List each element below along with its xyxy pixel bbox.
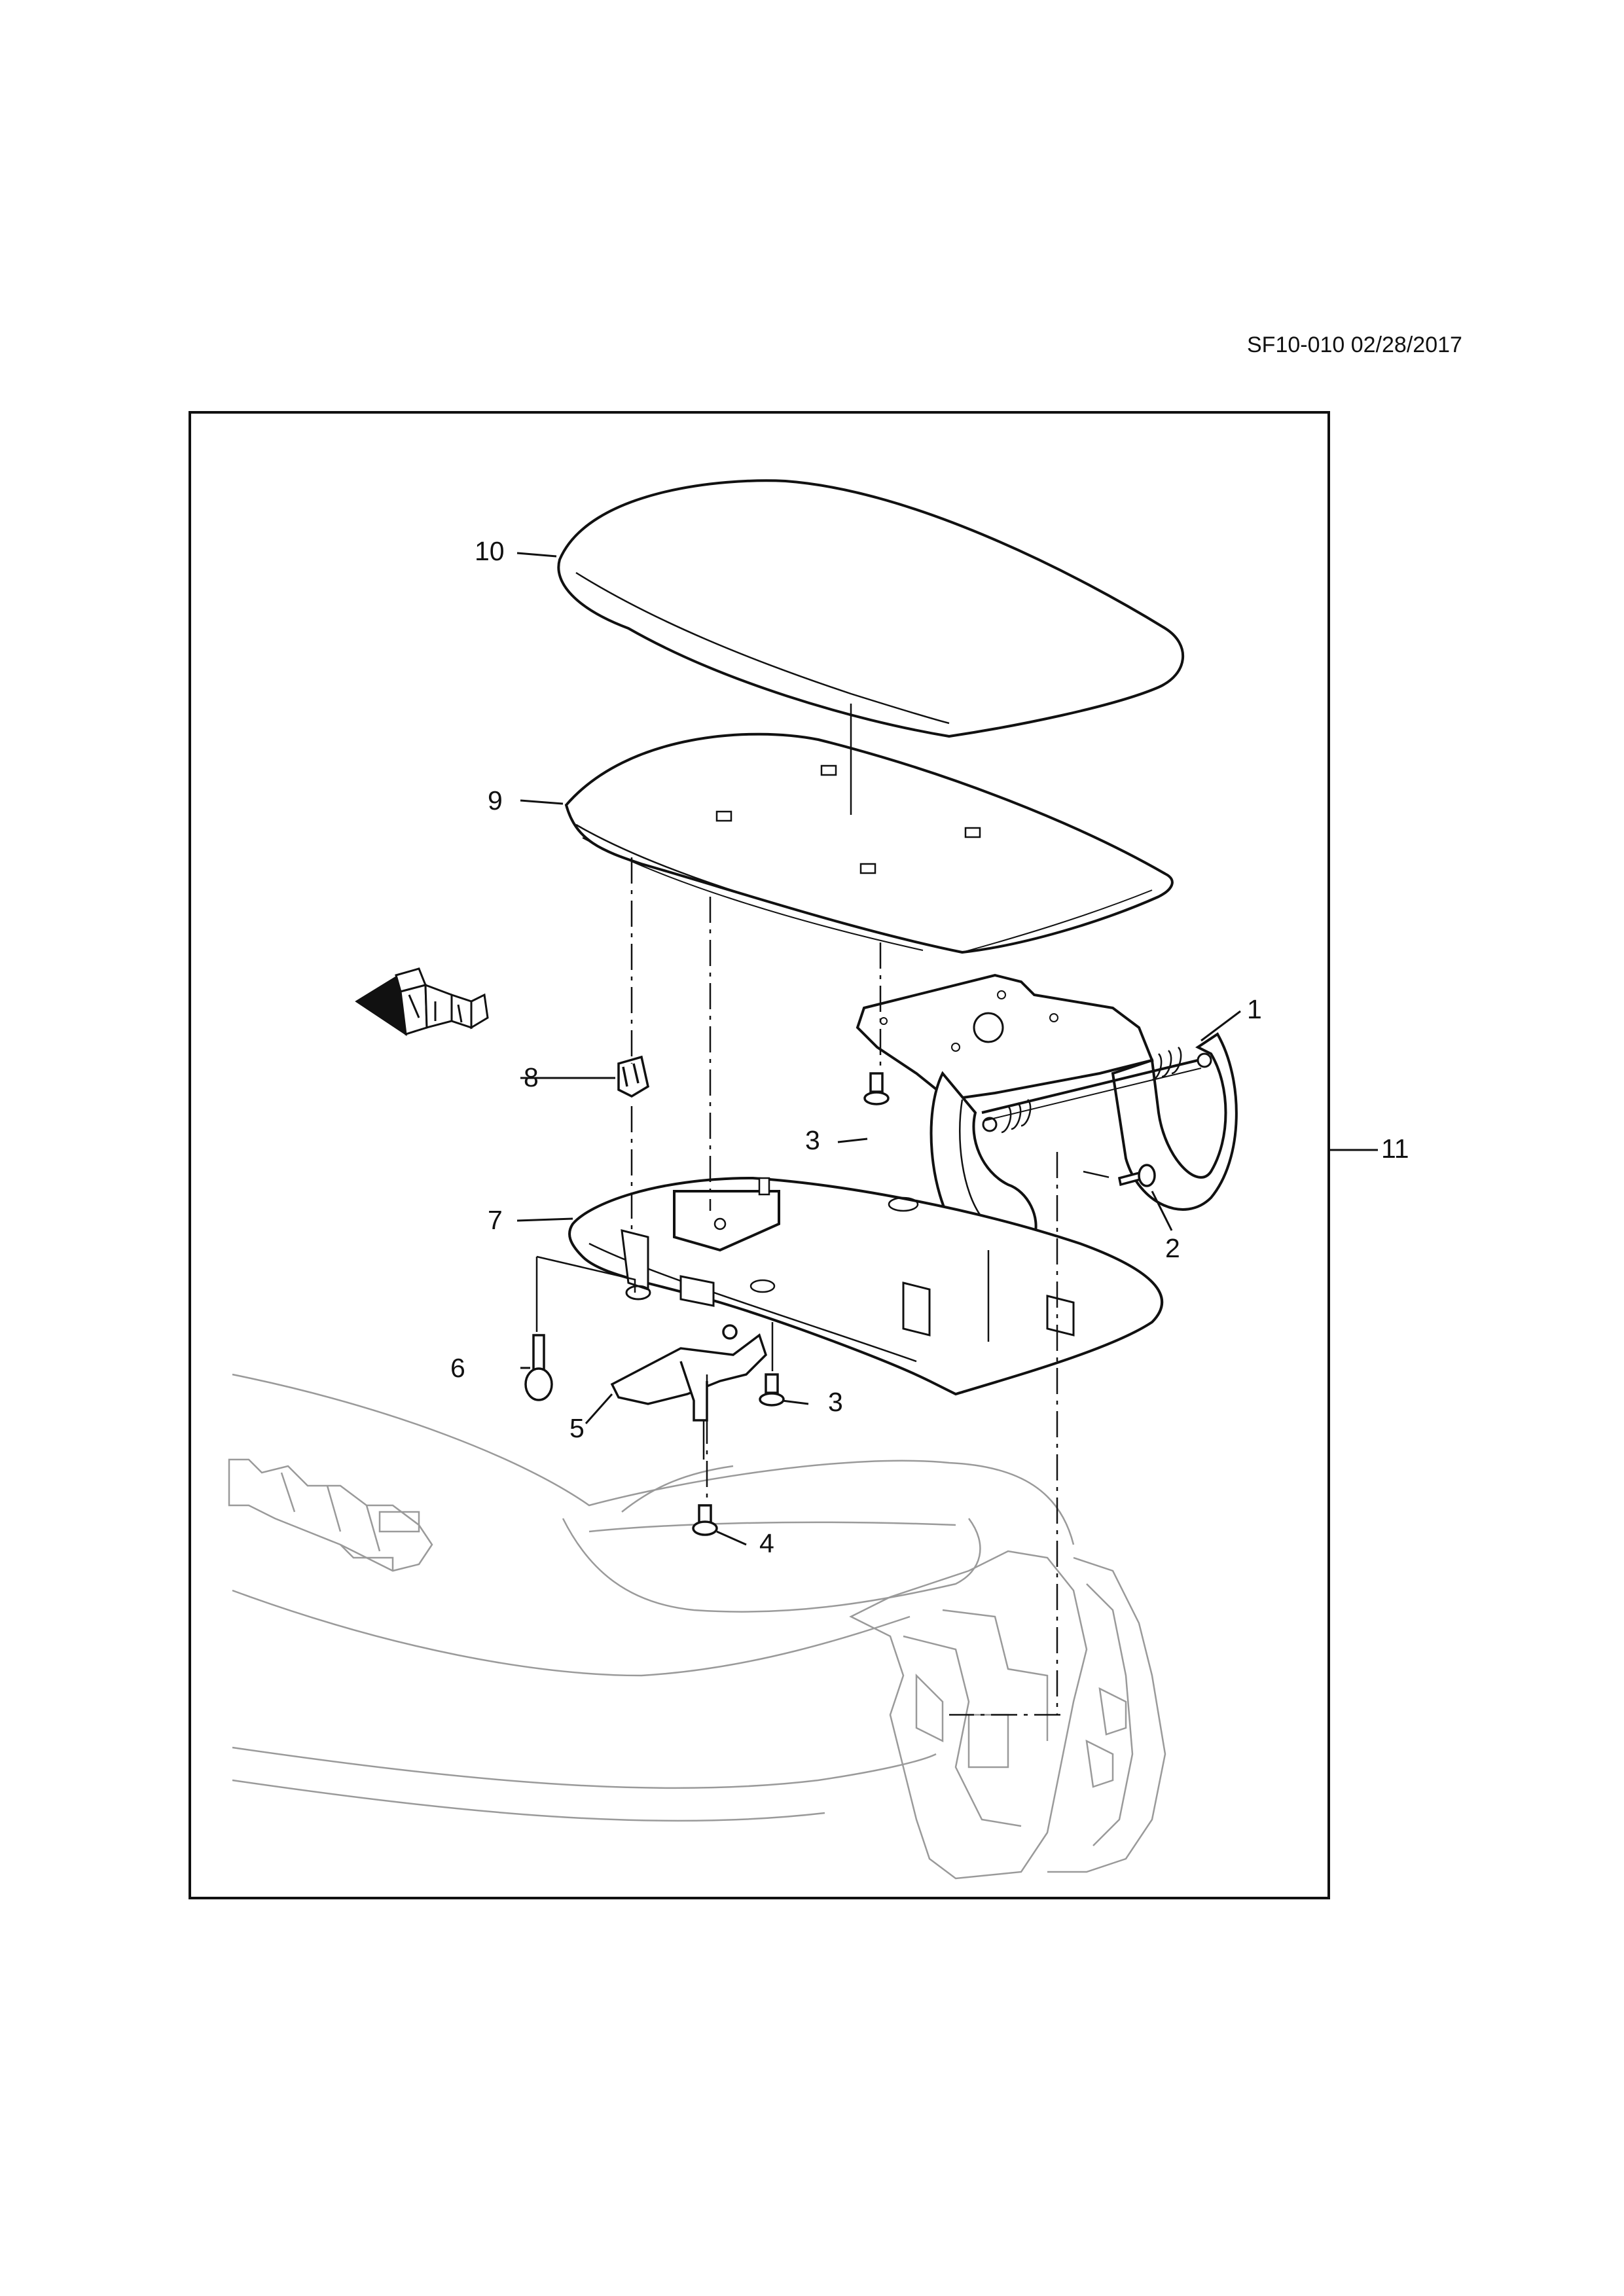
callout-5: 5 [569,1413,585,1443]
part-3-screw-lower [759,1373,785,1407]
callout-3-lower: 3 [828,1387,843,1417]
vehicle-front-arrow-icon [355,967,489,1037]
assembly-frame [189,411,1330,1899]
callout-8: 8 [524,1062,539,1092]
callout-leader-lines [516,552,1378,1546]
callout-6: 6 [450,1353,465,1383]
part-5-latch-bracket [610,1324,768,1422]
callout-7: 7 [488,1205,503,1235]
assembly-center-lines [630,857,1113,1716]
part-2-bolt [1117,1164,1156,1187]
part-3-screw-upper [863,1072,890,1105]
callout-3-upper: 3 [805,1125,820,1155]
document-reference: SF10-010 02/28/2017 [1247,332,1462,357]
callout-11: 11 [1381,1134,1409,1164]
assembly-guide-lines [535,704,990,1460]
part-10-armrest-cover [557,479,1184,738]
center-console-phantom [228,1373,1166,1880]
callout-10: 10 [475,536,505,566]
callout-2: 2 [1165,1233,1180,1263]
part-8-clip [617,1055,649,1098]
callout-1: 1 [1247,994,1262,1024]
part-4-screw [692,1504,718,1536]
callout-9: 9 [488,785,503,816]
part-1-hinge-assembly [856,973,1238,1260]
part-7-armrest-base [568,1176,1164,1396]
callout-4: 4 [759,1528,774,1558]
part-6-plug [524,1334,553,1401]
part-9-armrest-lid [564,732,1174,954]
